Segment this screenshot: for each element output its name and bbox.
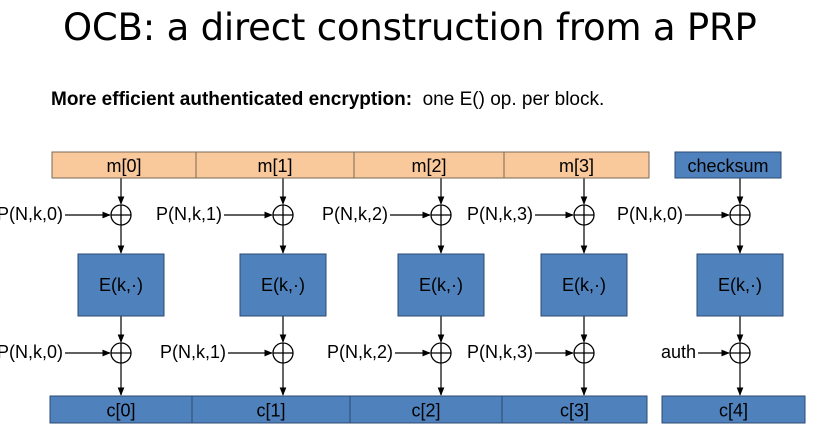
xor-input-icon — [110, 204, 132, 226]
cipher-box — [239, 253, 327, 317]
cipher-block-label: c[0] — [106, 401, 135, 421]
cipher-box-label: E(k,·) — [562, 275, 606, 295]
xor-input-icon — [729, 204, 751, 226]
message-block-label: m[2] — [411, 156, 446, 176]
cipher-block-label: c[2] — [411, 401, 440, 421]
xor-input-icon — [430, 204, 452, 226]
cipher-box-label: E(k,·) — [261, 275, 305, 295]
xor-input-icon — [272, 204, 294, 226]
message-block-label: m[1] — [257, 156, 292, 176]
cipher-block-label: c[3] — [560, 401, 589, 421]
cipher-box — [77, 253, 165, 317]
output-mask-label: P(N,k,1) — [160, 342, 226, 362]
input-mask-label: P(N,k,3) — [467, 204, 533, 224]
message-block-label: m[3] — [559, 156, 594, 176]
cipher-box-label: E(k,·) — [99, 275, 143, 295]
cipher-block-label: c[4] — [719, 401, 748, 421]
subtitle: More efficient authenticated encryption:… — [51, 88, 604, 112]
cipher-block-label: c[1] — [256, 401, 285, 421]
xor-output-icon — [272, 342, 294, 364]
message-block — [51, 151, 197, 179]
subtitle-bold: More efficient authenticated encryption: — [51, 89, 413, 110]
slide-title: OCB: a direct construction from a PRP — [63, 6, 757, 49]
input-mask-label: P(N,k,1) — [156, 204, 222, 224]
cipher-box — [696, 253, 784, 317]
cipher-box — [397, 253, 485, 317]
output-mask-label: P(N,k,0) — [0, 342, 63, 362]
input-mask-label: P(N,k,0) — [617, 204, 683, 224]
xor-output-icon — [110, 342, 132, 364]
subtitle-normal: one E() op. per block. — [422, 89, 605, 110]
cipher-box-label: E(k,·) — [419, 275, 463, 295]
checksum-label: checksum — [687, 156, 768, 176]
input-mask-label: P(N,k,2) — [322, 204, 388, 224]
xor-output-icon — [430, 342, 452, 364]
output-mask-label: auth — [661, 342, 696, 362]
output-mask-label: P(N,k,2) — [327, 342, 393, 362]
checksum-block — [674, 151, 782, 179]
cipher-block — [191, 395, 351, 424]
cipher-block — [501, 395, 648, 424]
message-block — [195, 151, 355, 179]
message-block-label: m[0] — [106, 156, 141, 176]
cipher-box-label: E(k,·) — [718, 275, 762, 295]
message-block — [353, 151, 505, 179]
cipher-box — [540, 253, 628, 317]
xor-output-icon — [573, 342, 595, 364]
cipher-block — [49, 395, 193, 424]
input-mask-label: P(N,k,0) — [0, 204, 63, 224]
output-mask-label: P(N,k,3) — [467, 342, 533, 362]
cipher-block — [661, 395, 806, 424]
xor-output-icon — [729, 342, 751, 364]
message-block — [503, 151, 650, 179]
xor-input-icon — [573, 204, 595, 226]
